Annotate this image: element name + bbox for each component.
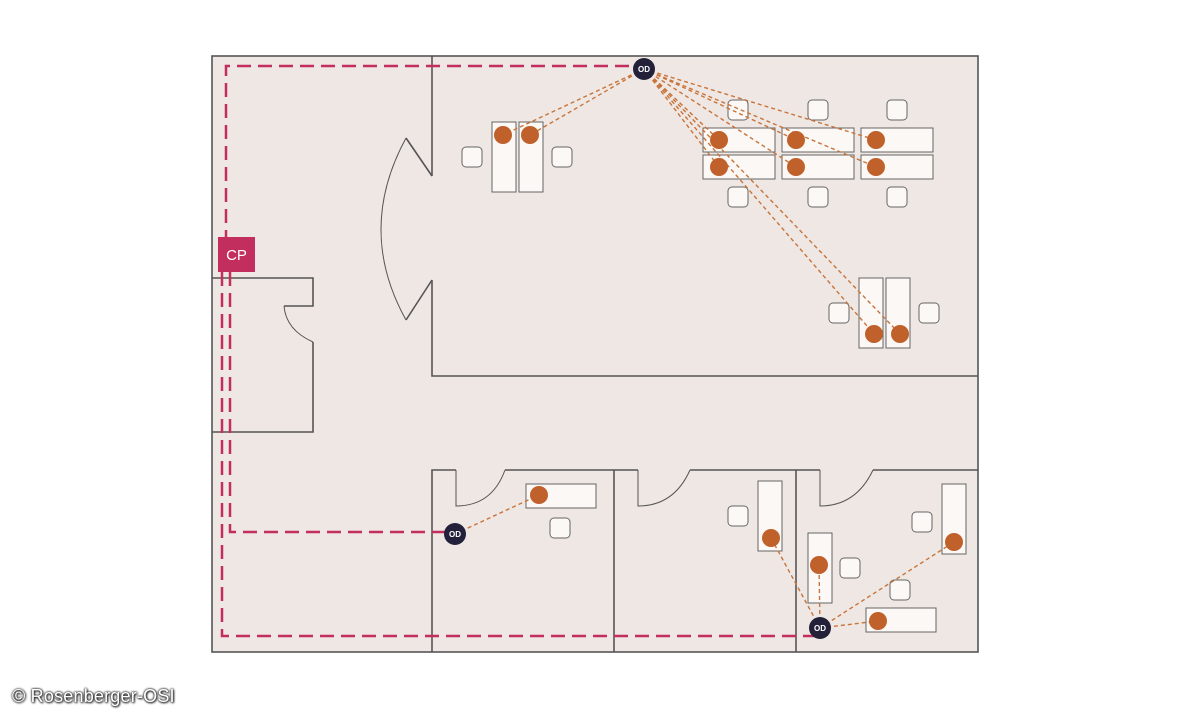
chairs [461,99,940,601]
workstation-outlets [494,126,963,630]
od-top-label: OD [638,65,650,74]
od-mid-label: OD [449,530,461,539]
workstation-dot [530,486,548,504]
workstation-dot [867,131,885,149]
backbone-to-od-mid [228,272,455,534]
workstation-dot [787,158,805,176]
workstation-dot [521,126,539,144]
workstation-dot [494,126,512,144]
walls [212,56,978,652]
backbone-to-od-bottom [220,272,820,638]
workstation-dot [762,529,780,547]
workstation-dot [867,158,885,176]
outlet-od-mid: OD [444,523,466,545]
outlet-od-top: OD [633,58,655,80]
workstation-dot [710,158,728,176]
drop-cables [454,68,955,629]
copyright-credit: © Rosenberger-OSI [12,686,175,706]
workstation-dot [945,533,963,551]
workstation-dot [810,556,828,574]
cp-label: CP [226,247,247,264]
workstation-dot [710,131,728,149]
consolidation-point: CP [218,237,255,272]
workstation-dot [787,131,805,149]
workstation-dot [865,325,883,343]
workstation-dot [869,612,887,630]
od-bottom-label: OD [814,624,826,633]
outlet-od-bottom: OD [809,617,831,639]
workstation-dot [891,325,909,343]
